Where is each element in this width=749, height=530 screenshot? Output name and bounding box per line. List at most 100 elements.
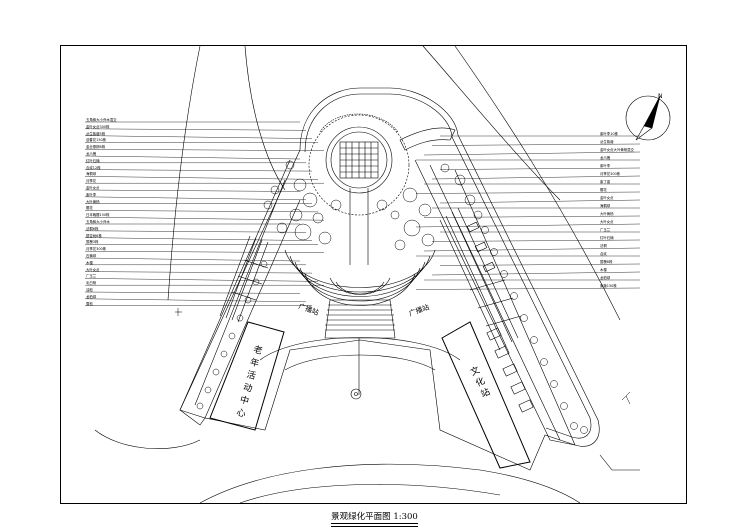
leader-line bbox=[84, 189, 301, 192]
legend-label: 大叶女贞 bbox=[600, 220, 614, 224]
leader-line bbox=[439, 199, 641, 204]
elderly-center-label: 老年活动中心 bbox=[235, 343, 264, 420]
leader-line bbox=[84, 169, 313, 172]
leader-line bbox=[84, 135, 313, 139]
leader-line bbox=[84, 196, 307, 200]
leader-line bbox=[431, 175, 641, 180]
central-fountain-ring-outer bbox=[325, 126, 393, 194]
north-label: N bbox=[658, 93, 663, 100]
leader-line bbox=[84, 155, 301, 160]
leader-line bbox=[84, 210, 319, 213]
road-curve-bottom bbox=[199, 463, 581, 504]
legend-label: 樱花 bbox=[86, 206, 93, 211]
legend-label: 法桐 bbox=[600, 244, 607, 248]
leader-line bbox=[415, 287, 641, 290]
legend-label: 月季花300株 bbox=[86, 247, 107, 252]
site-boundary bbox=[179, 87, 600, 471]
entry-marker-core bbox=[354, 392, 358, 396]
leader-line bbox=[431, 239, 641, 242]
label-char: 文 bbox=[469, 364, 482, 379]
left-wing-path-inner bbox=[194, 179, 286, 406]
leader-line bbox=[84, 298, 307, 302]
leader-line bbox=[84, 176, 319, 180]
leader-line bbox=[415, 191, 641, 194]
legend-label: 日本晚樱150株 bbox=[86, 213, 110, 218]
amphitheatre-arc-5 bbox=[304, 273, 416, 306]
legend-label: 木槿 bbox=[86, 260, 93, 265]
legend-label: 月季花300株 bbox=[600, 172, 621, 176]
broadcast-station-left: 广播站 bbox=[297, 301, 320, 317]
leader-line bbox=[84, 291, 301, 294]
label-char: 年 bbox=[249, 356, 261, 370]
road-curve-top-left bbox=[244, 45, 286, 191]
north-arrow bbox=[625, 95, 671, 141]
legend-label: 雪松 bbox=[86, 301, 93, 306]
legend-label: 月季花 bbox=[86, 179, 97, 184]
legend-label: 龙爪槐 bbox=[600, 156, 611, 160]
legend-label: 广玉兰 bbox=[86, 274, 97, 279]
legend-label: 龙柏球 bbox=[600, 276, 611, 280]
right-wing-path bbox=[414, 159, 576, 446]
legend-label: 国槐3株 bbox=[86, 240, 99, 245]
road-bottom-corner-left bbox=[94, 429, 201, 449]
legend-label: 龙爪槐 bbox=[86, 152, 97, 156]
amphitheatre-arc-1 bbox=[284, 249, 436, 288]
building-elderly-center-outline bbox=[209, 321, 285, 431]
culture-station-text: 文化站 bbox=[469, 364, 492, 400]
left-edge-trees bbox=[196, 260, 268, 410]
legend-label: 海桐球 bbox=[600, 204, 611, 208]
legend-label: 合欢 bbox=[600, 252, 607, 256]
road-bottom-corner-right bbox=[599, 454, 640, 471]
top-right-garden bbox=[399, 127, 456, 151]
leader-line bbox=[423, 151, 641, 156]
right-wing-pavilions bbox=[466, 221, 534, 413]
legend-label: 国槐8株 bbox=[600, 260, 613, 264]
leader-line bbox=[84, 230, 307, 233]
legend-label: 毛白杨 bbox=[86, 281, 97, 286]
leader-line bbox=[84, 217, 325, 221]
culture-station-label: 文化站 bbox=[469, 364, 492, 400]
legend-label: 法桐6株 bbox=[86, 226, 99, 231]
top-arc-garden bbox=[319, 113, 399, 133]
site-boundary-inner bbox=[304, 93, 592, 439]
legend-label: 樱花 bbox=[600, 188, 607, 192]
leader-line bbox=[84, 271, 313, 274]
right-edge-trees bbox=[481, 226, 588, 434]
leader-line bbox=[439, 263, 641, 266]
elderly-center-text: 老年活动中心 bbox=[235, 343, 264, 420]
legend-label: 石楠球 bbox=[86, 254, 97, 258]
leader-line bbox=[84, 278, 319, 282]
road-curve-bottom-inner bbox=[239, 484, 501, 504]
broadcast-station-right: 广播站 bbox=[408, 302, 431, 318]
leader-lines-right bbox=[415, 135, 641, 290]
leader-line bbox=[84, 257, 301, 262]
drawing-frame bbox=[60, 45, 687, 504]
label-char: 活 bbox=[245, 368, 257, 382]
legend-label: 大叶女贞 bbox=[86, 267, 100, 272]
legend-label: 金叶女贞300株 bbox=[86, 124, 110, 129]
road-curve-right bbox=[454, 45, 621, 321]
legend-label: 大叶黄杨 bbox=[600, 212, 614, 216]
tree-clusters bbox=[263, 160, 483, 251]
legend-label: 紫丁香 bbox=[600, 180, 611, 184]
legend-label: 油松 bbox=[86, 288, 93, 292]
leader-line bbox=[431, 271, 641, 276]
legend-label: 银杏树6株 bbox=[86, 233, 102, 238]
leader-line bbox=[84, 251, 325, 253]
legend-label: 木槿 bbox=[600, 268, 607, 272]
central-axis-walk bbox=[349, 188, 369, 265]
building-culture-station-outline bbox=[441, 321, 531, 469]
legend-label: 五角枫大小乔木 bbox=[86, 220, 110, 224]
legend-label: 金叶女贞 bbox=[600, 196, 614, 200]
legend-label: 迎春花150株 bbox=[86, 138, 107, 143]
amphitheatre-arc-4 bbox=[299, 267, 421, 302]
legend-label: 海桐球 bbox=[86, 172, 97, 177]
legend-label: 紫薇150株 bbox=[600, 284, 617, 288]
road-curve-top-right bbox=[422, 45, 561, 201]
legend-label: 金丝垂柳8株 bbox=[86, 145, 106, 150]
drawing-title-text: 景观绿化平面图 1:300 bbox=[331, 512, 418, 524]
legend-label: 紫叶李 bbox=[600, 164, 611, 168]
amphitheatre-arc-6 bbox=[329, 277, 391, 295]
road-curve-left bbox=[167, 45, 201, 301]
